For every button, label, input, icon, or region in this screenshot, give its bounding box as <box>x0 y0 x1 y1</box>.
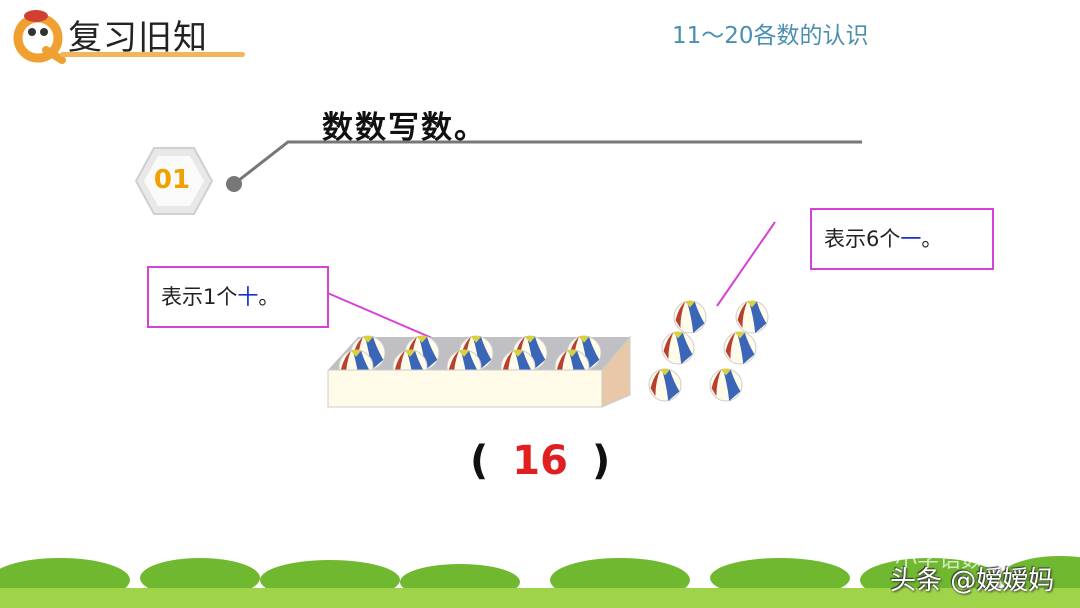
callout-text: 表示6个 <box>824 227 901 251</box>
callout-suffix: 。 <box>921 227 943 251</box>
task-number-badge <box>134 147 214 215</box>
callout-unit: 一 <box>900 227 922 251</box>
ball <box>673 300 707 334</box>
title-underline <box>60 52 245 57</box>
callout-ones: 表示6个一。 <box>810 208 994 270</box>
callout-unit: 十 <box>237 285 259 309</box>
watermark-account: 小学语数 <box>895 548 984 573</box>
callout-suffix: 。 <box>258 285 280 309</box>
ball <box>661 331 695 365</box>
watermark-platform: 头条 @嫒嫒妈 <box>890 566 1055 596</box>
ball-illustration <box>327 300 769 408</box>
ball <box>723 331 757 365</box>
paren-close: ) <box>591 438 611 484</box>
grass-decoration <box>0 556 1080 608</box>
paren-open: ( <box>470 438 489 484</box>
answer-value: 16 <box>512 438 568 484</box>
q-mascot-icon <box>13 10 66 64</box>
answer: (16) <box>470 438 610 484</box>
task-number: 01 <box>153 165 191 195</box>
ball <box>735 300 769 334</box>
callout-tens: 表示1个十。 <box>147 266 329 328</box>
ball <box>709 368 743 402</box>
section-title: 复习旧知 <box>68 18 208 58</box>
ball <box>648 368 682 402</box>
lesson-topic: 11～20各数的认识 <box>672 23 869 49</box>
callout-text: 表示1个 <box>161 285 238 309</box>
task-instruction: 数数写数。 <box>322 110 487 146</box>
